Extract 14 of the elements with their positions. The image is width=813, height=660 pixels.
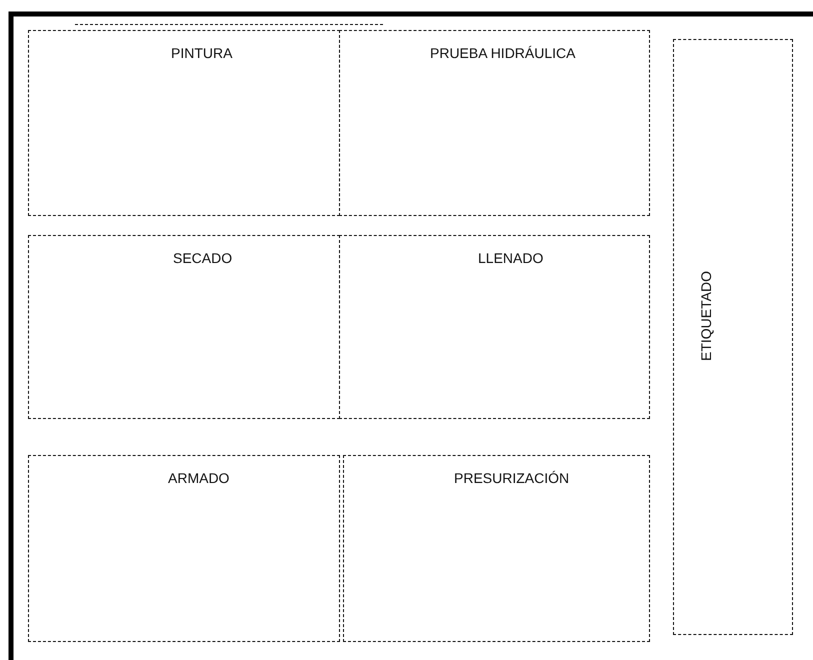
box-label: SECADO [173, 250, 232, 266]
process-box [28, 235, 340, 419]
process-box [343, 455, 650, 642]
process-box [339, 30, 650, 216]
process-box [28, 455, 340, 642]
process-box [28, 30, 340, 216]
box-label: PRUEBA HIDRÁULICA [430, 45, 576, 61]
box-label: ETIQUETADO [698, 271, 714, 361]
box-label: PINTURA [171, 45, 232, 61]
process-box [339, 235, 650, 419]
process-box [673, 39, 793, 635]
box-label: LLENADO [478, 250, 544, 266]
box-label: PRESURIZACIÓN [454, 470, 570, 486]
box-label: ARMADO [168, 470, 230, 486]
